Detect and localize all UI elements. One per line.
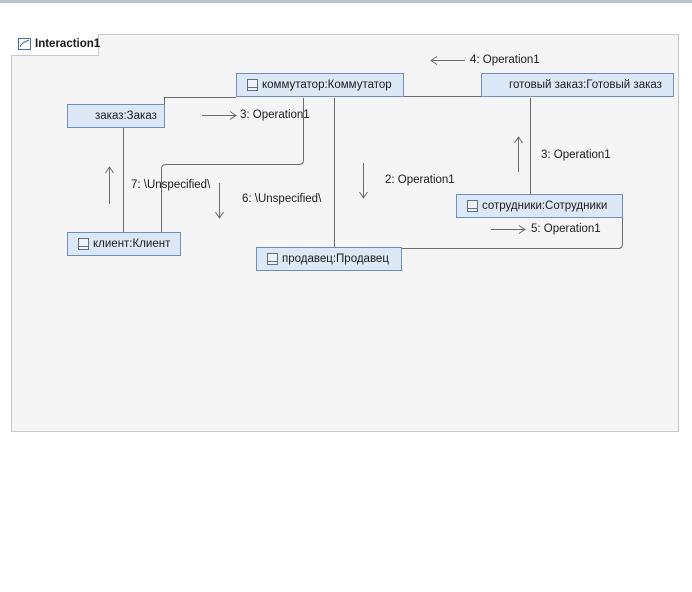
arrow-msg-3b: [514, 136, 523, 172]
arrow-msg-4: [430, 56, 465, 65]
lifeline-kommutator[interactable]: коммутатор:Коммутатор: [236, 73, 404, 97]
message-label[interactable]: 2: Operation1: [385, 174, 455, 186]
arrow-msg-2: [359, 163, 368, 199]
message-label[interactable]: 5: Operation1: [531, 223, 601, 235]
link-kommutator-klient: [161, 98, 304, 232]
class-icon: [267, 253, 278, 265]
lifeline-klient[interactable]: клиент:Клиент: [67, 232, 181, 256]
frame-title: Interaction1: [35, 38, 101, 50]
message-label[interactable]: 7: \Unspecified\: [131, 179, 211, 191]
message-label[interactable]: 3: Operation1: [240, 109, 310, 121]
message-label[interactable]: 3: Operation1: [541, 149, 611, 161]
arrow-msg-7: [105, 166, 114, 204]
class-icon: [467, 200, 478, 212]
message-label[interactable]: 4: Operation1: [470, 54, 540, 66]
link-zakaz-kommutator: [164, 97, 236, 109]
window-top-border: [0, 0, 692, 3]
frame-title-tab[interactable]: [11, 34, 99, 56]
arrow-msg-3a: [202, 111, 237, 120]
arrow-msg-6: [215, 183, 224, 219]
lifeline-zakaz[interactable]: заказ:Заказ: [67, 104, 165, 128]
class-icon: [247, 79, 258, 91]
class-icon: [78, 238, 89, 250]
message-label[interactable]: 6: \Unspecified\: [242, 193, 322, 205]
link-sotrudniki-prodavec: [402, 218, 623, 249]
lifeline-gotoviy-zakaz[interactable]: готовый заказ:Готовый заказ: [481, 73, 674, 97]
interaction-diagram-icon: [18, 38, 31, 50]
lifeline-prodavec[interactable]: продавец:Продавец: [256, 247, 402, 271]
arrow-msg-5: [491, 225, 526, 234]
lifeline-sotrudniki[interactable]: сотрудники:Сотрудники: [456, 194, 623, 218]
